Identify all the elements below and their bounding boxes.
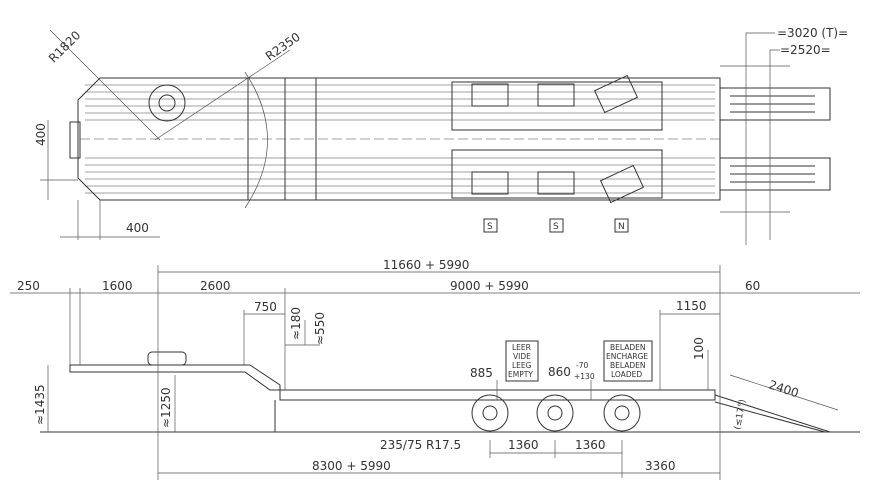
wheel-sets-top (471, 74, 645, 204)
front-overhang-label: 250 (17, 279, 40, 293)
axle-marker-1: S (487, 222, 493, 232)
ramp-length-label: 2400 (767, 378, 800, 401)
gooseneck-length-label: 2600 (200, 279, 231, 293)
empty-box: LEER VIDE LEEG EMPTY (505, 340, 539, 382)
rear-overhang-label: 3360 (645, 459, 676, 473)
radius-rear-label: R2350 (263, 30, 303, 64)
loaded-box-line: BELADEN (610, 361, 646, 370)
spare-wheel (148, 84, 186, 122)
ramp-side (714, 394, 831, 433)
deck-height-empty-label: 885 (470, 366, 493, 380)
loaded-tolerance-plus: +130 (574, 372, 595, 381)
dim-1150-label: 1150 (676, 299, 707, 313)
track-total-label: =3020 (T)= (777, 26, 848, 40)
loaded-box: BELADEN ENCHARGE BELADEN LOADED (603, 340, 653, 382)
dim-180-label: ≈180 (289, 307, 303, 340)
empty-box-line: LEEG (512, 361, 532, 370)
axle-spacing-2-label: 1360 (575, 438, 606, 452)
dim-750-label: 750 (254, 300, 277, 314)
ramps-top (719, 87, 831, 191)
deck-planks-top (80, 84, 720, 194)
side-view: 11660 + 5990 250 1600 2600 9000 + 5990 6… (10, 258, 860, 480)
gooseneck-height-label: ≈1250 (159, 387, 173, 428)
ramp-angle-label: (≤17°) (733, 399, 748, 431)
axle-spacing-1-label: 1360 (508, 438, 539, 452)
radius-front-label: R1820 (46, 28, 83, 65)
tyre-size-label: 235/75 R17.5 (380, 438, 461, 452)
axle-marker-2: S (553, 222, 559, 232)
dim-100-label: 100 (692, 337, 706, 360)
width-400-vertical-label: 400 (34, 123, 48, 146)
loaded-tolerance-minus: -70 (576, 361, 588, 370)
kingpin-axle-label: 8300 + 5990 (312, 459, 391, 473)
loaded-box-line: ENCHARGE (606, 352, 648, 361)
kingpin-plate (69, 121, 81, 159)
empty-box-line: LEER (512, 343, 531, 352)
trailer-outline-top (77, 77, 721, 201)
width-400-horizontal-label: 400 (126, 221, 149, 235)
top-view: R1820 R2350 400 400 =3020 (T)= =2520= S … (34, 26, 848, 245)
rear-60-label: 60 (745, 279, 760, 293)
kingpin-gooseneck-label: 1600 (102, 279, 133, 293)
fifth-wheel-height-label: ≈1435 (33, 384, 47, 425)
spare-wheel-side (147, 351, 187, 366)
overall-length-label: 11660 + 5990 (383, 258, 469, 272)
deck-length-label: 9000 + 5990 (450, 279, 529, 293)
axle-bay-right (451, 149, 663, 199)
empty-box-line: VIDE (513, 352, 531, 361)
axle-bay-left (451, 81, 663, 131)
dim-550-label: ≈550 (313, 312, 327, 345)
loaded-box-line: BELADEN (610, 343, 646, 352)
axle-marker-3: N (618, 222, 625, 232)
loaded-box-line: LOADED (611, 370, 642, 379)
empty-box-line: EMPTY (508, 370, 533, 379)
deck-height-loaded-label: 860 (548, 365, 571, 379)
axle-markers: S S N (483, 218, 629, 233)
wheels-side (471, 394, 641, 432)
track-inner-label: =2520= (780, 43, 831, 57)
